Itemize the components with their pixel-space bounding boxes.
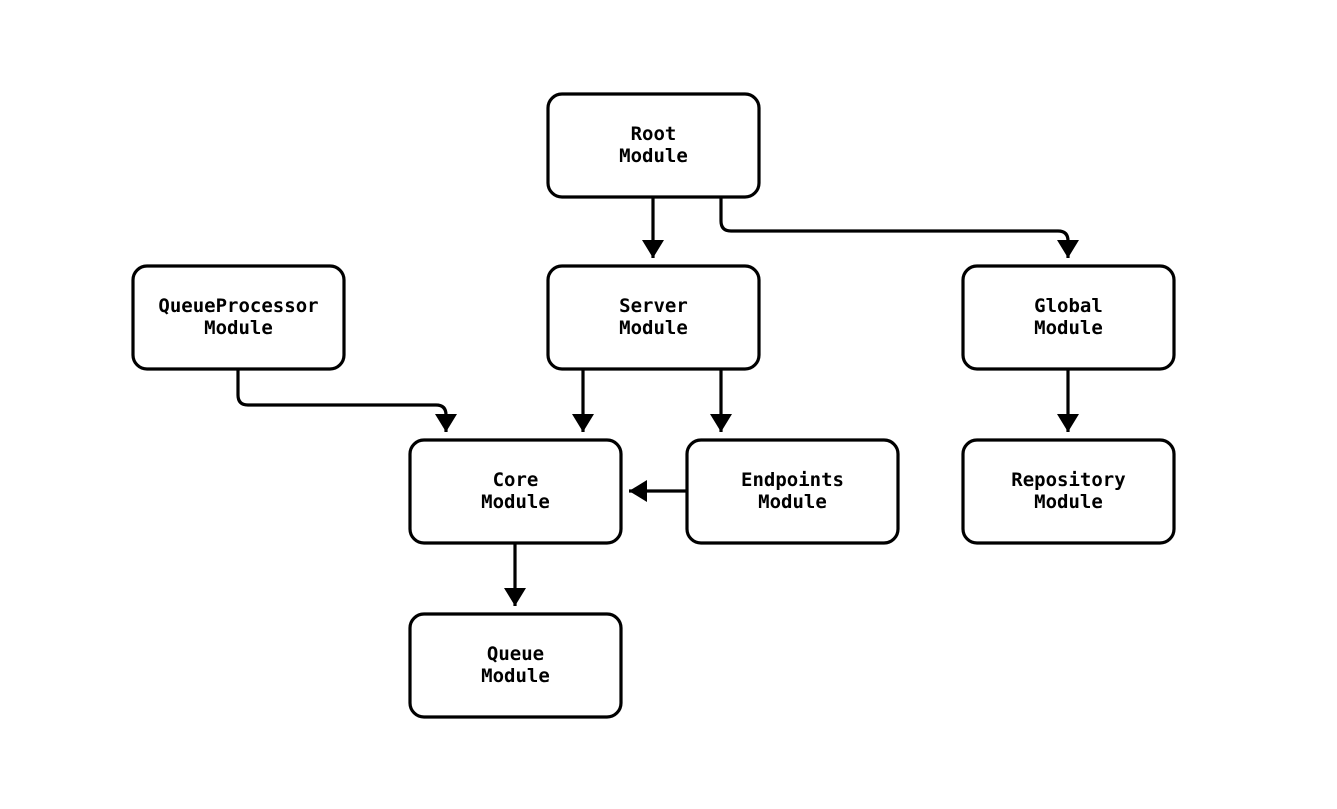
edge-server-to-core xyxy=(572,369,594,432)
edge-core-to-queue xyxy=(504,543,526,606)
node-label-line2: Module xyxy=(481,491,550,513)
node-label-line1: Server xyxy=(619,295,688,317)
node-box xyxy=(685,438,900,545)
edge-endpoints-to-core xyxy=(629,480,687,502)
edge-root-to-global xyxy=(719,197,1079,258)
arrow-head-icon xyxy=(1057,240,1079,258)
node-box xyxy=(131,264,346,371)
node-box xyxy=(546,92,761,199)
node-box xyxy=(961,264,1176,371)
edge-queueprocessor-to-core xyxy=(236,369,457,432)
arrow-head-icon xyxy=(1057,414,1079,432)
edge-global-to-repository xyxy=(1057,369,1079,432)
node-label-line2: Module xyxy=(1034,491,1103,513)
node-box xyxy=(408,612,623,719)
node-box xyxy=(961,438,1176,545)
arrow-head-icon xyxy=(572,414,594,432)
edges-layer xyxy=(236,197,1079,606)
node-box xyxy=(408,438,623,545)
edge-line xyxy=(719,197,1070,258)
node-label-line1: QueueProcessor xyxy=(158,295,318,317)
edge-root-to-server xyxy=(642,197,664,258)
edge-line xyxy=(236,369,448,432)
node-label-line2: Module xyxy=(481,665,550,687)
node-label-line1: Repository xyxy=(1011,469,1125,491)
arrow-head-icon xyxy=(710,414,732,432)
node-box xyxy=(546,264,761,371)
node-label-line2: Module xyxy=(619,317,688,339)
nodes-layer: RootModuleQueueProcessorModuleServerModu… xyxy=(131,92,1176,719)
arrow-head-icon xyxy=(629,480,647,502)
node-label-line1: Endpoints xyxy=(741,469,844,491)
node-label-line1: Global xyxy=(1034,295,1103,317)
edge-server-to-endpoints xyxy=(710,369,732,432)
arrow-head-icon xyxy=(642,240,664,258)
arrow-head-icon xyxy=(435,414,457,432)
node-label-line1: Root xyxy=(631,123,677,145)
node-label-line2: Module xyxy=(619,145,688,167)
node-label-line2: Module xyxy=(204,317,273,339)
node-label-line2: Module xyxy=(758,491,827,513)
arrow-head-icon xyxy=(504,588,526,606)
node-label-line1: Core xyxy=(493,469,539,491)
node-label-line2: Module xyxy=(1034,317,1103,339)
node-label-line1: Queue xyxy=(487,643,544,665)
